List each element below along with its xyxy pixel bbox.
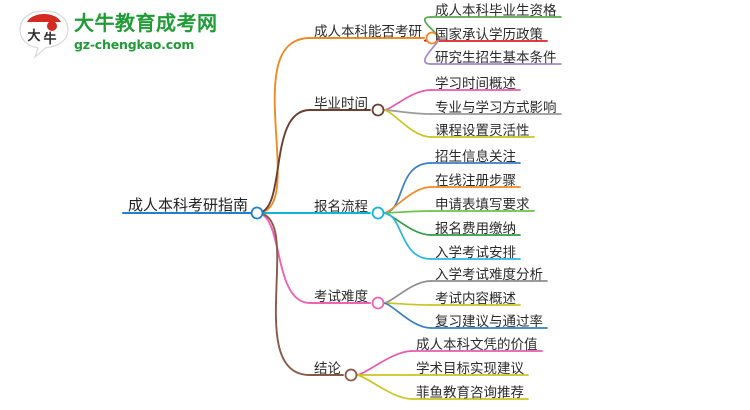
mindmap-branch-label-5[interactable]: 结论 [314,361,341,377]
mindmap-leaf-label-4-3[interactable]: 复习建议与通过率 [435,314,543,330]
mindmap-leaf-label-3-5[interactable]: 入学考试安排 [435,245,516,261]
mindmap-branch-label-2[interactable]: 毕业时间 [314,96,368,112]
mindmap-edges [121,16,562,400]
mindmap-connector [256,212,311,376]
mindmap-node-dot[interactable] [371,103,385,117]
mindmap-leaf-label-1-1[interactable]: 成人本科毕业生资格 [435,3,557,19]
mindmap-leaf-label-3-1[interactable]: 招生信息关注 [435,149,516,165]
mindmap-connector [423,37,440,65]
logo-text: 大牛教育成考网 gz-chengkao.com [74,11,218,53]
brand-name-cn: 大牛教育成考网 [74,11,218,35]
mindmap-branch-label-1[interactable]: 成人本科能否考研 [314,24,422,40]
mindmap-node-dot[interactable] [371,296,385,310]
svg-text:牛: 牛 [43,31,56,47]
mindmap-leaf-label-4-1[interactable]: 入学考试难度分析 [435,267,543,283]
brand-url: gz-chengkao.com [74,37,195,52]
mindmap-leaf-label-2-1[interactable]: 学习时间概述 [435,76,516,92]
mindmap-leaf-label-5-2[interactable]: 学术目标实现建议 [416,361,524,377]
mindmap-connector [382,212,432,260]
mindmap-connector [256,109,311,214]
mindmap-leaf-label-3-4[interactable]: 报名费用缴纳 [435,221,516,237]
mindmap-leaf-label-3-2[interactable]: 在线注册步骤 [435,173,516,189]
mindmap-leaf-label-1-2[interactable]: 国家承认学历政策 [435,27,543,43]
mindmap-root-label[interactable]: 成人本科考研指南 [128,196,249,214]
mindmap-node-dot[interactable] [344,368,358,382]
mindmap-node-dot[interactable] [250,206,264,220]
svg-text:大: 大 [27,28,40,44]
mindmap-connector [355,374,413,400]
mindmap-nodes [250,31,439,382]
logo-mark-icon: 大 牛 [19,10,69,59]
mindmap-connector [382,109,432,138]
mindmap-leaf-label-3-3[interactable]: 申请表填写要求 [435,197,530,213]
mindmap-leaf-label-5-3[interactable]: 菲鱼教育咨询推荐 [416,385,524,401]
mindmap-branch-label-3[interactable]: 报名流程 [314,199,368,215]
mindmap-connector [382,302,432,329]
site-logo: 大 牛 大牛教育成考网 gz-chengkao.com [12,6,218,64]
mindmap-connector [256,37,311,214]
mindmap-branch-label-4[interactable]: 考试难度 [314,289,368,305]
mindmap-leaf-label-1-3[interactable]: 研究生招生基本条件 [435,50,557,66]
mindmap-node-dot[interactable] [425,31,439,45]
mindmap-leaf-label-4-2[interactable]: 考试内容概述 [435,291,516,307]
mindmap-leaf-label-2-3[interactable]: 课程设置灵活性 [435,123,530,139]
mindmap-connector [256,212,311,304]
mindmap-leaf-label-5-1[interactable]: 成人本科文凭的价值 [416,337,538,353]
mindmap-node-dot[interactable] [371,206,385,220]
mindmap-leaf-label-2-2[interactable]: 专业与学习方式影响 [435,100,557,116]
